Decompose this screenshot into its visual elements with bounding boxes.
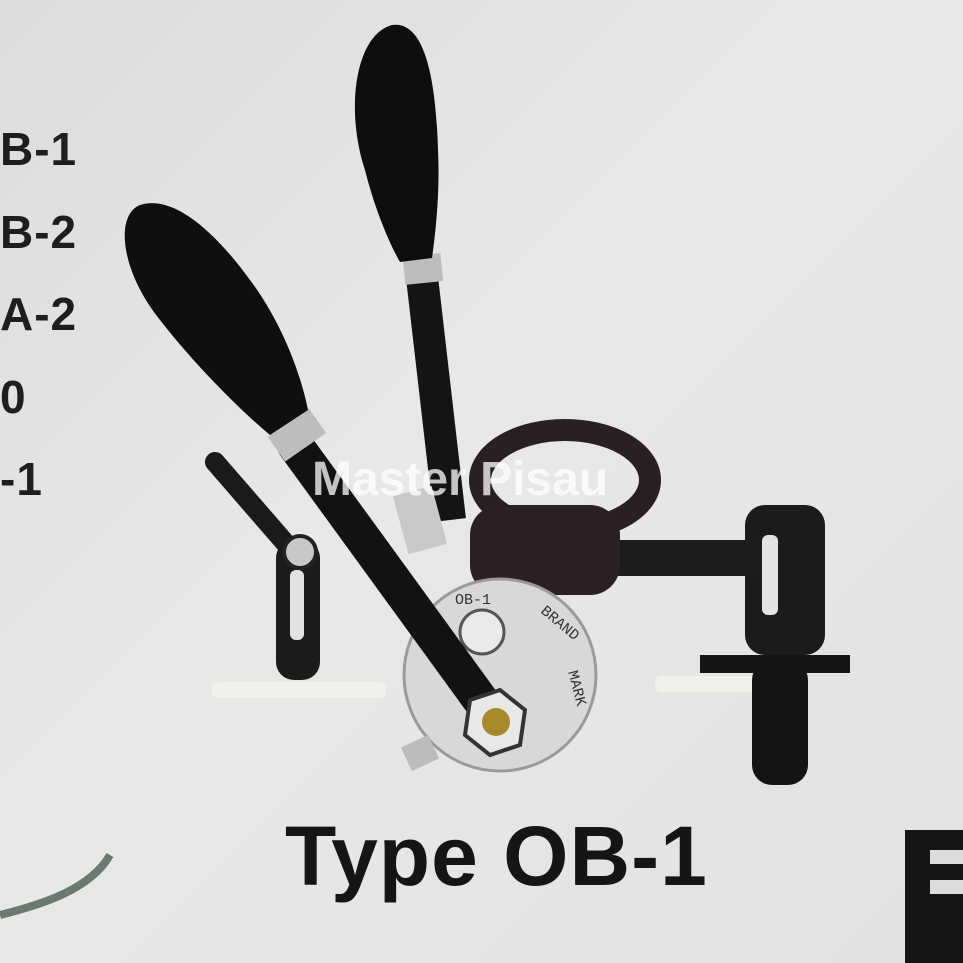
slanted-handle-grip xyxy=(124,203,309,435)
side-label: A-2 xyxy=(0,288,78,340)
right-bracket xyxy=(745,505,825,655)
cutter-disc xyxy=(402,577,598,773)
upright-handle-grip xyxy=(354,24,439,262)
left-pad xyxy=(212,682,386,698)
side-label: -1 xyxy=(0,453,43,505)
watermark: Master Pisau xyxy=(312,453,609,506)
disc-model-text: OB-1 xyxy=(455,592,491,609)
bolt xyxy=(282,534,318,570)
side-label: 0 xyxy=(0,371,27,423)
side-label: B-2 xyxy=(0,206,78,258)
cable xyxy=(0,852,114,919)
product-caption: Type OB-1 xyxy=(285,809,708,903)
next-tool-part xyxy=(905,830,963,963)
side-label: B-1 xyxy=(0,123,78,175)
